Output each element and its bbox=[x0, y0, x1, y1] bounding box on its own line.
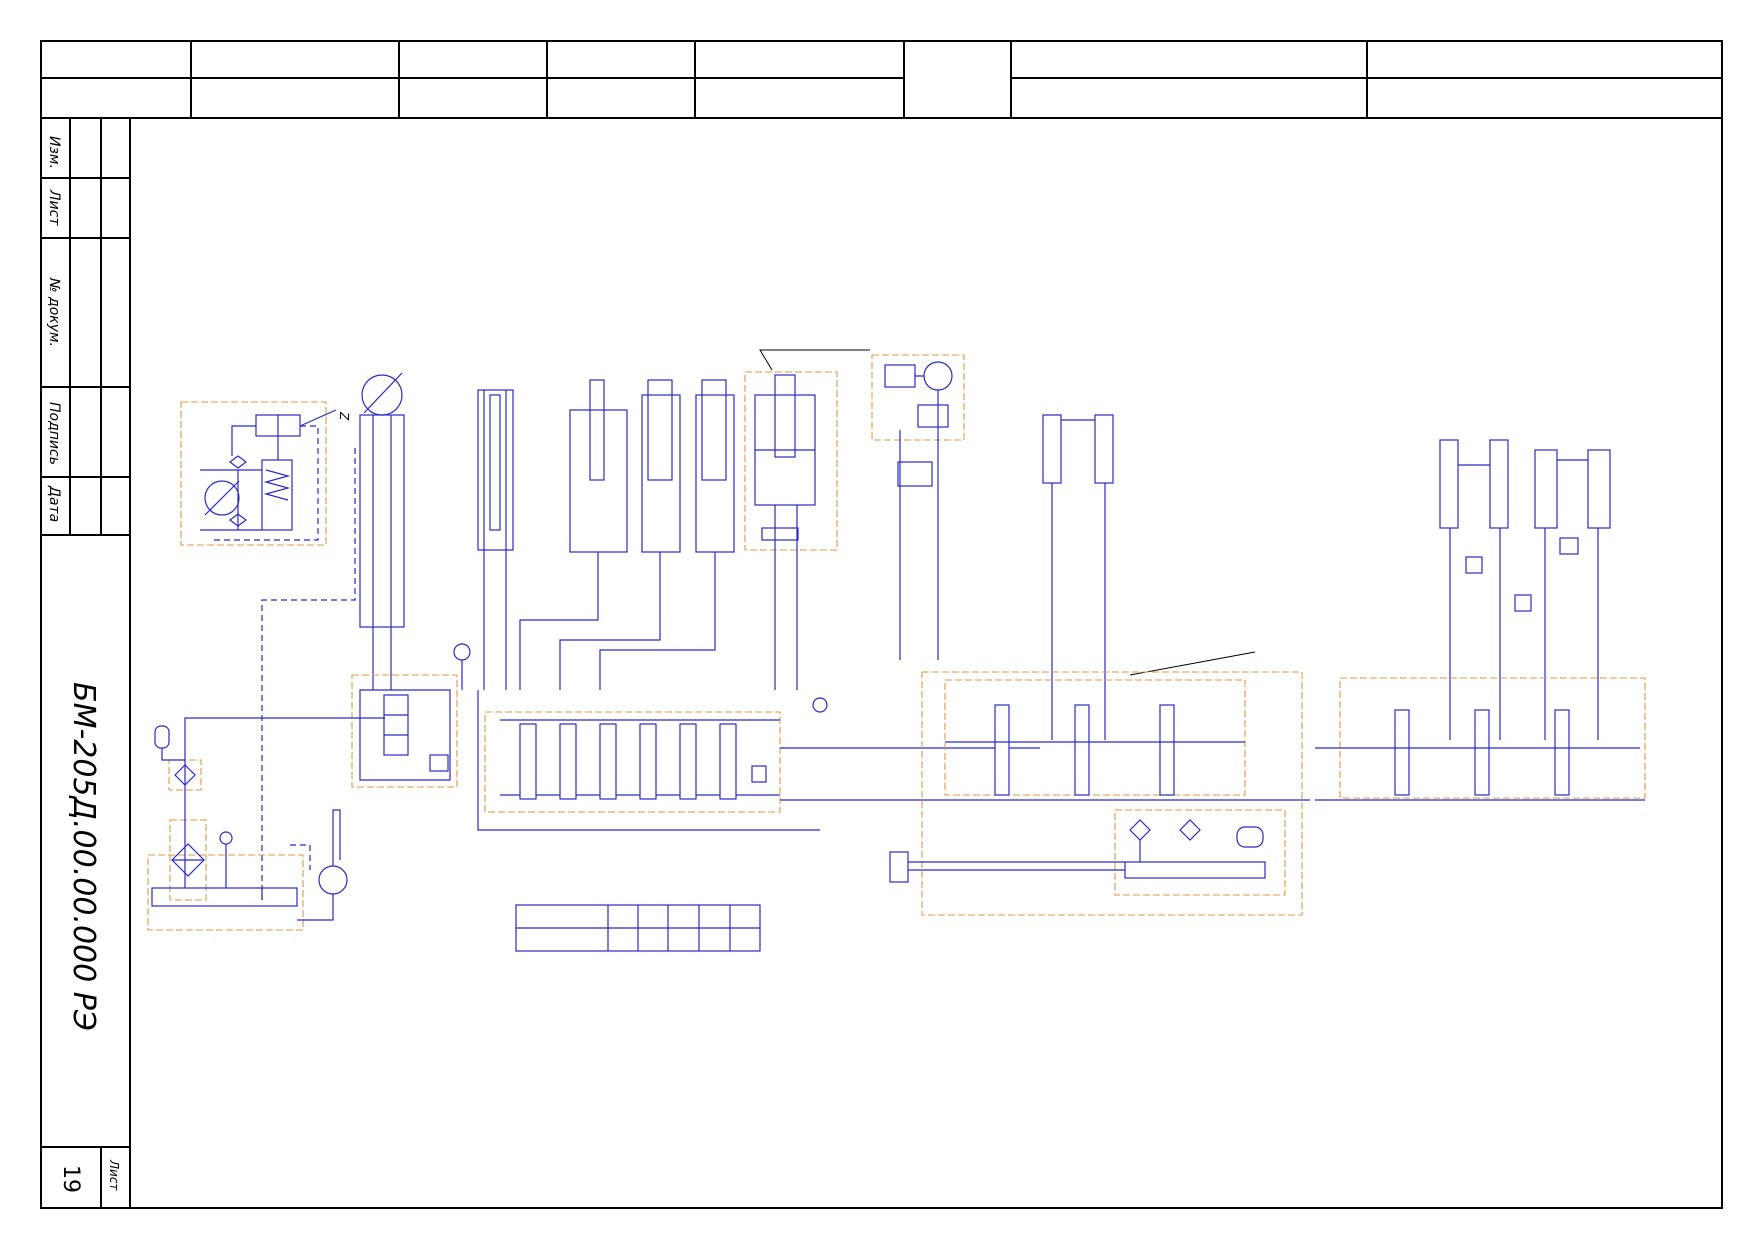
sheet-frame bbox=[40, 40, 1723, 1209]
document-code: БМ-205Д.00.00.000 РЭ bbox=[66, 682, 101, 1031]
sheet-label: Лист bbox=[107, 1159, 121, 1191]
variable-displacement-pump bbox=[261, 372, 405, 900]
valve-bank-center bbox=[889, 671, 1303, 916]
marker-z: Z bbox=[337, 411, 351, 421]
diagram-legend-table bbox=[515, 904, 761, 952]
label-signature: Подпись bbox=[46, 402, 62, 465]
tank-and-filter-assembly bbox=[147, 717, 348, 931]
spool-valves bbox=[519, 723, 767, 800]
priority-valve-block bbox=[290, 643, 471, 788]
cylinder-group-2 bbox=[1042, 414, 1256, 740]
label-list: Лист bbox=[46, 189, 62, 226]
cylinder-group-1 bbox=[477, 379, 735, 690]
pump-control-assembly: Z bbox=[180, 401, 351, 546]
sheet-number: 19 bbox=[58, 1165, 83, 1193]
label-doc-number: № докум. bbox=[46, 277, 62, 347]
left-stamp bbox=[41, 118, 130, 1208]
cylinder-with-callout bbox=[744, 349, 870, 690]
top-table-right bbox=[1010, 41, 1722, 118]
main-distributor-manifold bbox=[477, 690, 1310, 831]
label-izm: Изм. bbox=[46, 136, 62, 169]
top-table-left bbox=[41, 41, 905, 118]
label-date: Дата bbox=[46, 485, 62, 522]
hydraulic-motor-assembly bbox=[871, 354, 965, 660]
cylinder-group-3 bbox=[1439, 439, 1611, 740]
valve-bank-right bbox=[1315, 677, 1646, 801]
